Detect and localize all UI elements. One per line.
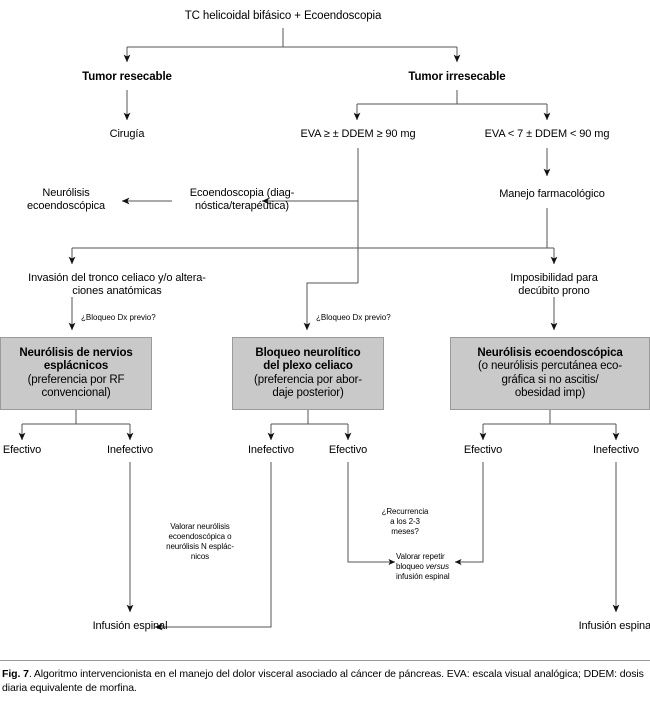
node-eva-bajo: EVA < 7 ± DDEM < 90 mg — [484, 128, 610, 140]
neurolisis-eco-line2: ecoendoscópica — [26, 200, 106, 212]
ecoendoscopia-line2: nóstica/terapéutica) — [195, 200, 289, 212]
terminal-infusion-espinal-right: Infusión espinal — [578, 620, 650, 632]
valorar-neurolisis-line3: neurólisis N esplác- — [166, 542, 234, 551]
node-eva-alto: EVA ≥ ± DDEM ≥ 90 mg — [300, 128, 416, 140]
valorar-neurolisis-line2: ecoendoscópica o — [168, 532, 232, 541]
outcome-inefectivo-3: Inefectivo — [592, 444, 640, 456]
outcome-inefectivo-1: Inefectivo — [106, 444, 154, 456]
node-tumor-irresecable: Tumor irresecable — [408, 71, 506, 83]
invasion-line2: ciones anatómicas — [72, 285, 162, 297]
terminal-infusion-espinal-left: Infusión espinal — [92, 620, 168, 632]
annotation-valorar-repetir-bloqueo: Valorar repetir bloqueo versus infusión … — [396, 552, 454, 582]
box3-head-line1: Neurólisis ecoendoscópica — [477, 346, 623, 359]
invasion-line1: Invasión del tronco celiaco y/o altera- — [28, 272, 206, 284]
box2-body-line2: daje posterior) — [272, 387, 344, 399]
box-neurolisis-ecoendoscopica[interactable]: Neurólisis ecoendoscópica (o neurólisis … — [450, 337, 650, 410]
valorar-repetir-line1: Valorar repetir — [396, 552, 445, 561]
valorar-neurolisis-line1: Valorar neurólisis — [170, 522, 230, 531]
recurrencia-line1: ¿Recurrencia — [381, 507, 429, 516]
valorar-repetir-line3: infusión espinal — [396, 572, 450, 581]
box2-head-line1: Bloqueo neurolítico — [255, 346, 361, 359]
node-invasion-tronco-celiaco: Invasión del tronco celiaco y/o altera- … — [4, 272, 230, 298]
recurrencia-line3: meses? — [391, 527, 419, 536]
valorar-repetir-line2-versus: versus — [425, 562, 449, 571]
box3-body-line2: gráfica si no ascitis/ — [501, 373, 599, 386]
valorar-repetir-line2: bloqueo versus — [396, 562, 454, 572]
imposibilidad-line2: decúbito prono — [518, 285, 590, 297]
node-imposibilidad-decubito-prono: Imposibilidad para decúbito prono — [474, 272, 634, 298]
recurrencia-line2: a los 2-3 — [390, 517, 420, 526]
box-neurolisis-esplacnicos[interactable]: Neurólisis de nervios esplácnicos (prefe… — [0, 337, 152, 410]
node-cirugia: Cirugía — [109, 128, 145, 140]
box3-body-line3: obesidad imp) — [514, 387, 586, 399]
node-root: TC helicoidal bifásico + Ecoendoscopia — [184, 10, 382, 22]
box1-body-line1: (preferencia por RF — [27, 373, 125, 386]
node-manejo-farmacologico: Manejo farmacológico — [499, 188, 605, 200]
figure-caption: Fig. 7. Algoritmo intervencionista en el… — [0, 660, 650, 695]
box-bloqueo-plexo-celiaco[interactable]: Bloqueo neurolítico del plexo celiaco (p… — [232, 337, 384, 410]
edge-label-bloqueo-dx-mid: ¿Bloqueo Dx previo? — [316, 313, 391, 322]
imposibilidad-line1: Imposibilidad para — [510, 272, 598, 284]
caption-divider — [0, 660, 650, 661]
outcome-inefectivo-2: Inefectivo — [247, 444, 295, 456]
figure-number: Fig. 7 — [2, 668, 29, 680]
node-ecoendoscopia-diag-terap: Ecoendoscopia (diag- nóstica/terapéutica… — [172, 187, 312, 213]
figure-caption-text: . Algoritmo intervencionista en el manej… — [2, 668, 644, 694]
outcome-efectivo-2: Efectivo — [328, 444, 368, 456]
outcome-efectivo-1: Efectivo — [2, 444, 42, 456]
box1-body-line2: convencional) — [41, 387, 111, 399]
valorar-repetir-line2-pre: bloqueo — [396, 562, 426, 571]
box2-body-line1: (preferencia por abor- — [254, 373, 362, 386]
node-tumor-resecable: Tumor resecable — [82, 71, 172, 83]
valorar-neurolisis-line4: nicos — [190, 552, 210, 561]
annotation-recurrencia: ¿Recurrencia a los 2-3 meses? — [355, 507, 455, 537]
edge-label-bloqueo-dx-left: ¿Bloqueo Dx previo? — [81, 313, 156, 322]
box1-head-line2: esplácnicos — [43, 360, 109, 372]
node-neurolisis-ecoendoscopica-left: Neurólisis ecoendoscópica — [10, 187, 122, 213]
annotation-valorar-neurolisis: Valorar neurólisis ecoendoscópica o neur… — [140, 522, 260, 562]
box1-head-line1: Neurólisis de nervios — [19, 346, 133, 359]
box3-body-line1: (o neurólisis percutánea eco- — [478, 360, 622, 372]
neurolisis-eco-line1: Neurólisis — [42, 187, 90, 199]
box2-head-line2: del plexo celiaco — [263, 360, 353, 372]
ecoendoscopia-line1: Ecoendoscopia (diag- — [189, 187, 295, 199]
outcome-efectivo-3: Efectivo — [463, 444, 503, 456]
